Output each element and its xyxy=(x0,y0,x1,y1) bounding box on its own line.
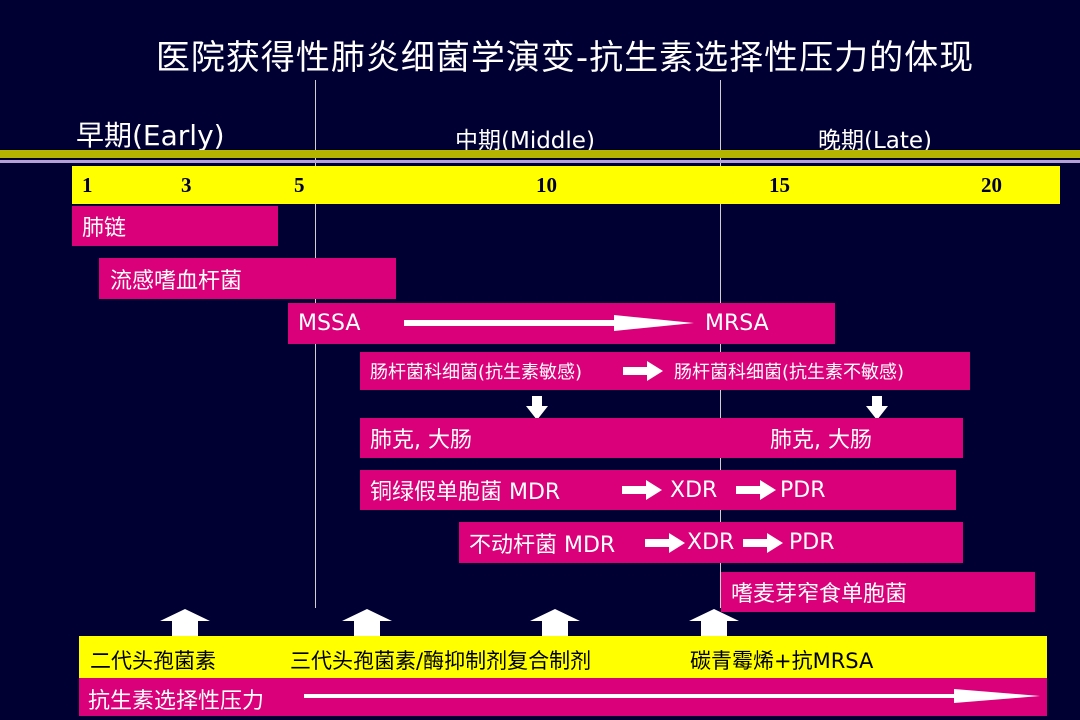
bar-pneumococcus: 肺链 xyxy=(72,206,278,246)
bar-pseudomonas-xdr-label: XDR xyxy=(670,477,718,503)
bar-pseudomonas: 铜绿假单胞菌 MDR XDR PDR xyxy=(360,470,956,510)
antibiotic-gen2-label: 二代头孢菌素 xyxy=(90,649,216,673)
arrow-up-carbapenem-icon xyxy=(689,609,739,639)
bar-acinetobacter-label: 不动杆菌 MDR xyxy=(469,532,616,558)
arrow-acinetobacter-xdr-pdr-icon xyxy=(743,533,783,553)
page-title: 医院获得性肺炎细菌学演变-抗生素选择性压力的体现 xyxy=(155,38,975,78)
bar-mssa-label: MSSA xyxy=(298,311,361,336)
arrow-mssa-to-mrsa-icon xyxy=(404,315,694,331)
bar-kp-ecoli-right-label: 肺克, 大肠 xyxy=(770,428,872,453)
bar-stenotrophomonas-label: 嗜麦芽窄食单胞菌 xyxy=(731,582,908,607)
arrow-acinetobacter-mdr-xdr-icon xyxy=(645,533,685,553)
bar-pneumococcus-label: 肺链 xyxy=(82,216,127,241)
bar-acinetobacter-xdr-label: XDR xyxy=(687,530,735,555)
header-rule-olive xyxy=(0,150,1080,158)
bar-staph: MSSA MRSA xyxy=(288,303,835,344)
bar-haemophilus-label: 流感嗜血杆菌 xyxy=(110,268,243,294)
antibiotic-gen3-label: 三代头孢菌素/酶抑制剂复合制剂 xyxy=(290,649,592,673)
header-rule-lilac xyxy=(0,160,1080,163)
bar-pseudomonas-pdr-label: PDR xyxy=(780,477,826,503)
arrow-entero-icon xyxy=(623,361,663,381)
arrow-pressure-icon xyxy=(304,689,1040,703)
arrow-up-gen2-icon xyxy=(160,609,210,639)
arrow-down-left-icon xyxy=(526,396,548,420)
bar-acinetobacter-pdr-label: PDR xyxy=(789,530,835,555)
arrow-pseudomonas-xdr-pdr-icon xyxy=(736,480,776,500)
bar-entero-sensitive-label: 肠杆菌科细菌(抗生素敏感) xyxy=(370,362,583,383)
tick-3: 3 xyxy=(181,173,192,197)
timeline-ruler xyxy=(72,166,1060,204)
bar-acinetobacter: 不动杆菌 MDR XDR PDR xyxy=(459,522,963,563)
bar-stenotrophomonas: 嗜麦芽窄食单胞菌 xyxy=(721,572,1035,612)
arrow-down-right-icon xyxy=(866,396,888,420)
pressure-label: 抗生素选择性压力 xyxy=(88,689,265,714)
tick-1: 1 xyxy=(82,173,93,197)
antibiotic-carbapenem-label: 碳青霉烯+抗MRSA xyxy=(690,649,874,673)
arrow-up-mid-icon xyxy=(530,609,580,639)
bar-kp-ecoli: 肺克, 大肠 肺克, 大肠 xyxy=(360,418,963,458)
bar-kp-ecoli-left-label: 肺克, 大肠 xyxy=(370,428,472,453)
tick-10: 10 xyxy=(536,173,557,197)
bar-mrsa-label: MRSA xyxy=(705,311,769,336)
bar-haemophilus: 流感嗜血杆菌 xyxy=(99,258,396,299)
bar-enterobacteriaceae: 肠杆菌科细菌(抗生素敏感) 肠杆菌科细菌(抗生素不敏感) xyxy=(360,352,970,390)
bar-entero-resistant-label: 肠杆菌科细菌(抗生素不敏感) xyxy=(674,362,905,383)
tick-20: 20 xyxy=(981,173,1002,197)
phase-early-label: 早期(Early) xyxy=(76,119,225,152)
phase-middle-label: 中期(Middle) xyxy=(455,128,595,154)
bar-pseudomonas-label: 铜绿假单胞菌 MDR xyxy=(370,480,561,505)
arrow-up-gen3-icon xyxy=(342,609,392,639)
phase-divider-middle-late xyxy=(720,80,721,608)
phase-late-label: 晚期(Late) xyxy=(818,128,933,154)
tick-5: 5 xyxy=(294,173,305,197)
arrow-pseudomonas-mdr-xdr-icon xyxy=(622,480,662,500)
antibiotic-bar: 二代头孢菌素 三代头孢菌素/酶抑制剂复合制剂 碳青霉烯+抗MRSA xyxy=(79,636,1047,678)
tick-15: 15 xyxy=(769,173,790,197)
phase-divider-early-middle xyxy=(315,80,316,608)
